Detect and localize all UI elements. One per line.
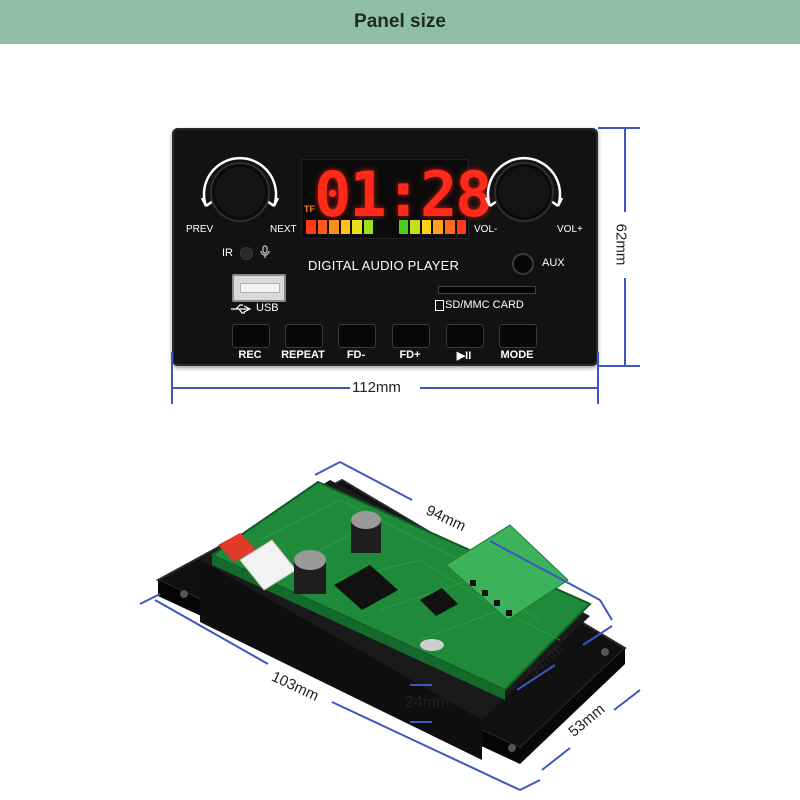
prev-next-knob[interactable] — [192, 144, 288, 240]
usb-port[interactable] — [232, 274, 286, 302]
led-display: 01:28 TF — [301, 159, 493, 239]
fd-minus-button-label: FD- — [346, 349, 366, 361]
rec-button-label: REC — [238, 349, 262, 361]
usb-label: USB — [256, 302, 279, 314]
rec-button[interactable] — [232, 324, 270, 348]
aux-jack[interactable] — [512, 253, 534, 275]
depth-label: 24mm — [405, 694, 450, 711]
volume-knob[interactable] — [476, 144, 572, 240]
repeat-button[interactable] — [285, 324, 323, 348]
repeat-button-label: REPEAT — [281, 349, 325, 361]
sd-card-label: SD/MMC CARD — [445, 299, 524, 311]
play-pause-button[interactable] — [446, 324, 484, 348]
mode-button[interactable] — [499, 324, 537, 348]
sd-card-slot[interactable] — [438, 286, 536, 294]
header-band: Panel size — [0, 0, 800, 44]
aux-label: AUX — [542, 257, 565, 269]
ir-sensor — [240, 247, 253, 260]
fd-plus-button[interactable] — [392, 324, 430, 348]
spectrum-bars — [306, 220, 467, 234]
display-time: 01:28 — [314, 158, 493, 231]
microphone-icon — [260, 245, 270, 258]
mode-button-label: MODE — [500, 349, 534, 361]
play-pause-button-label: ▶II — [456, 350, 472, 362]
next-label: NEXT — [270, 224, 297, 235]
vol-plus-label: VOL+ — [557, 224, 583, 235]
front-panel: PREV NEXT 01:28 TF VOL- VOL+ IR DIGITAL … — [172, 128, 598, 366]
vol-minus-label: VOL- — [474, 224, 498, 235]
page-title: Panel size — [354, 11, 446, 32]
fd-plus-button-label: FD+ — [399, 349, 421, 361]
sd-card-icon — [435, 300, 444, 311]
fd-minus-button[interactable] — [338, 324, 376, 348]
ir-label: IR — [222, 247, 233, 259]
prev-label: PREV — [186, 224, 214, 235]
display-tf-indicator: TF — [304, 204, 315, 214]
panel-title: DIGITAL AUDIO PLAYER — [308, 258, 460, 273]
usb-icon — [231, 304, 252, 314]
panel-width-label: 112mm — [352, 379, 401, 396]
